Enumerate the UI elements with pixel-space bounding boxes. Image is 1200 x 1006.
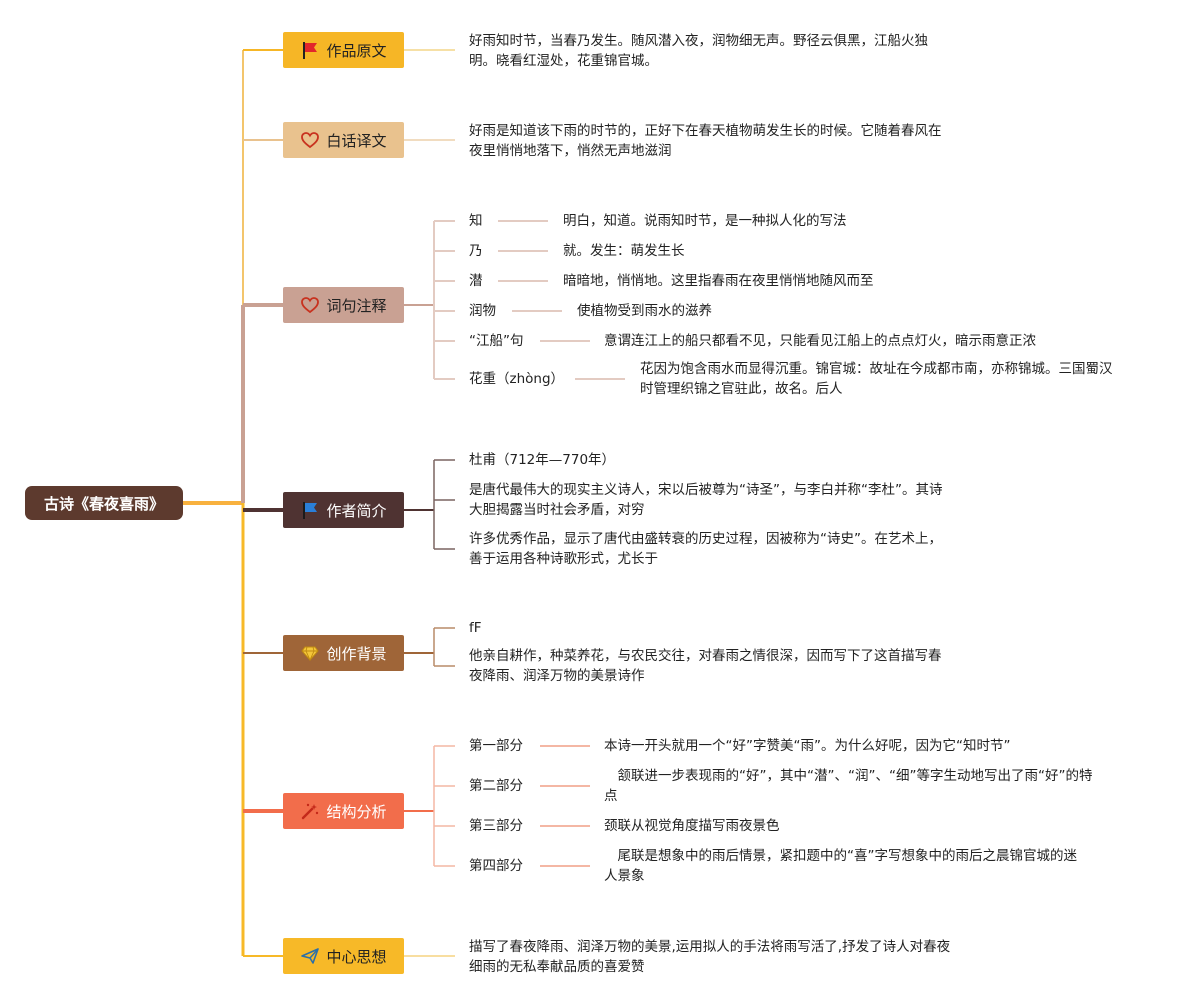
branch-node-7[interactable]: 中心思想: [283, 938, 404, 974]
branch-label: 白话译文: [326, 131, 387, 150]
branch-label: 中心思想: [326, 947, 387, 966]
branch-label: 创作背景: [326, 644, 387, 663]
wand-icon: [300, 801, 320, 821]
gem-icon: [300, 643, 320, 663]
note-definition-line: 明白，知道。说雨知时节，是一种拟人化的写法: [563, 213, 847, 229]
note-definition-line: 意谓连江上的船只都看不见，只能看见江船上的点点灯火，暗示雨意正浓: [604, 333, 1036, 349]
author-text-line: 善于运用各种诗歌形式，尤长于: [469, 551, 658, 567]
background-text-line: 夜降雨、润泽万物的美景诗作: [469, 668, 645, 684]
structure-definition-line: 人景象: [604, 868, 645, 884]
flag-icon: [300, 500, 320, 520]
structure-term: 第三部分: [469, 818, 523, 834]
branch-node-1[interactable]: 作品原文: [283, 32, 404, 68]
theme-text-line: 细雨的无私奉献品质的喜爱赞: [469, 959, 645, 975]
branch-node-5[interactable]: 创作背景: [283, 635, 404, 671]
note-definition-line: 就。发生：萌发生长: [563, 243, 685, 259]
paper-plane-icon: [300, 946, 320, 966]
structure-definition-line: 点: [604, 788, 618, 804]
author-text-line: 许多优秀作品，显示了唐代由盛转衰的历史过程，因被称为“诗史”。在艺术上，: [469, 531, 942, 547]
branch-node-3[interactable]: 词句注释: [283, 287, 404, 323]
author-text-line: 大胆揭露当时社会矛盾，对穷: [469, 502, 645, 518]
note-definition-line: 时管理织锦之官驻此，故名。后人: [640, 381, 843, 397]
note-term: 花重（zhòng）: [469, 371, 565, 387]
structure-term: 第四部分: [469, 858, 523, 874]
original-text-line: 好雨知时节，当春乃发生。随风潜入夜，润物细无声。野径云俱黑，江船火独: [469, 33, 928, 49]
note-term: 潜: [469, 273, 483, 289]
structure-definition-line: 颔联进一步表现雨的“好”，其中“潜”、“润”、“细”等字生动地写出了雨“好”的特: [604, 768, 1093, 784]
note-term: 知: [469, 213, 483, 229]
branch-label: 作品原文: [326, 41, 387, 60]
heart-icon: [300, 130, 320, 150]
branch-node-6[interactable]: 结构分析: [283, 793, 404, 829]
heart-icon: [300, 295, 320, 315]
note-definition-line: 使植物受到雨水的滋养: [577, 303, 712, 319]
original-text-line: 明。晓看红湿处，花重锦官城。: [469, 53, 658, 69]
note-term: 润物: [469, 303, 496, 319]
root-node[interactable]: 古诗《春夜喜雨》: [25, 486, 183, 520]
theme-text-line: 描写了春夜降雨、润泽万物的美景,运用拟人的手法将雨写活了,抒发了诗人对春夜: [469, 939, 951, 955]
branch-label: 词句注释: [326, 296, 387, 315]
author-text-line: 杜甫（712年—770年）: [469, 452, 616, 468]
note-term: 乃: [469, 243, 483, 259]
translation-text-line: 好雨是知道该下雨的时节的，正好下在春天植物萌发生长的时候。它随着春风在: [469, 123, 942, 139]
branch-label: 作者简介: [326, 501, 387, 520]
note-definition-line: 花因为饱含雨水而显得沉重。锦官城：故址在今成都市南，亦称锦城。三国蜀汉: [640, 361, 1113, 377]
branch-node-4[interactable]: 作者简介: [283, 492, 404, 528]
structure-term: 第一部分: [469, 738, 523, 754]
structure-definition-line: 尾联是想象中的雨后情景，紧扣题中的“喜”字写想象中的雨后之晨锦官城的迷: [604, 848, 1077, 864]
note-term: “江船”句: [469, 333, 524, 349]
background-text-line: fF: [469, 620, 482, 636]
translation-text-line: 夜里悄悄地落下，悄然无声地滋润: [469, 143, 672, 159]
root-title: 古诗《春夜喜雨》: [43, 494, 164, 513]
structure-definition-line: 本诗一开头就用一个“好”字赞美“雨”。为什么好呢，因为它“知时节”: [604, 738, 1011, 754]
background-text-line: 他亲自耕作，种菜养花，与农民交往，对春雨之情很深，因而写下了这首描写春: [469, 648, 942, 664]
structure-definition-line: 颈联从视觉角度描写雨夜景色: [604, 818, 780, 834]
flag-icon: [300, 40, 320, 60]
branch-label: 结构分析: [326, 802, 387, 821]
branch-node-2[interactable]: 白话译文: [283, 122, 404, 158]
note-definition-line: 暗暗地，悄悄地。这里指春雨在夜里悄悄地随风而至: [563, 273, 874, 289]
structure-term: 第二部分: [469, 778, 523, 794]
author-text-line: 是唐代最伟大的现实主义诗人，宋以后被尊为“诗圣”，与李白并称“李杜”。其诗: [469, 482, 943, 498]
